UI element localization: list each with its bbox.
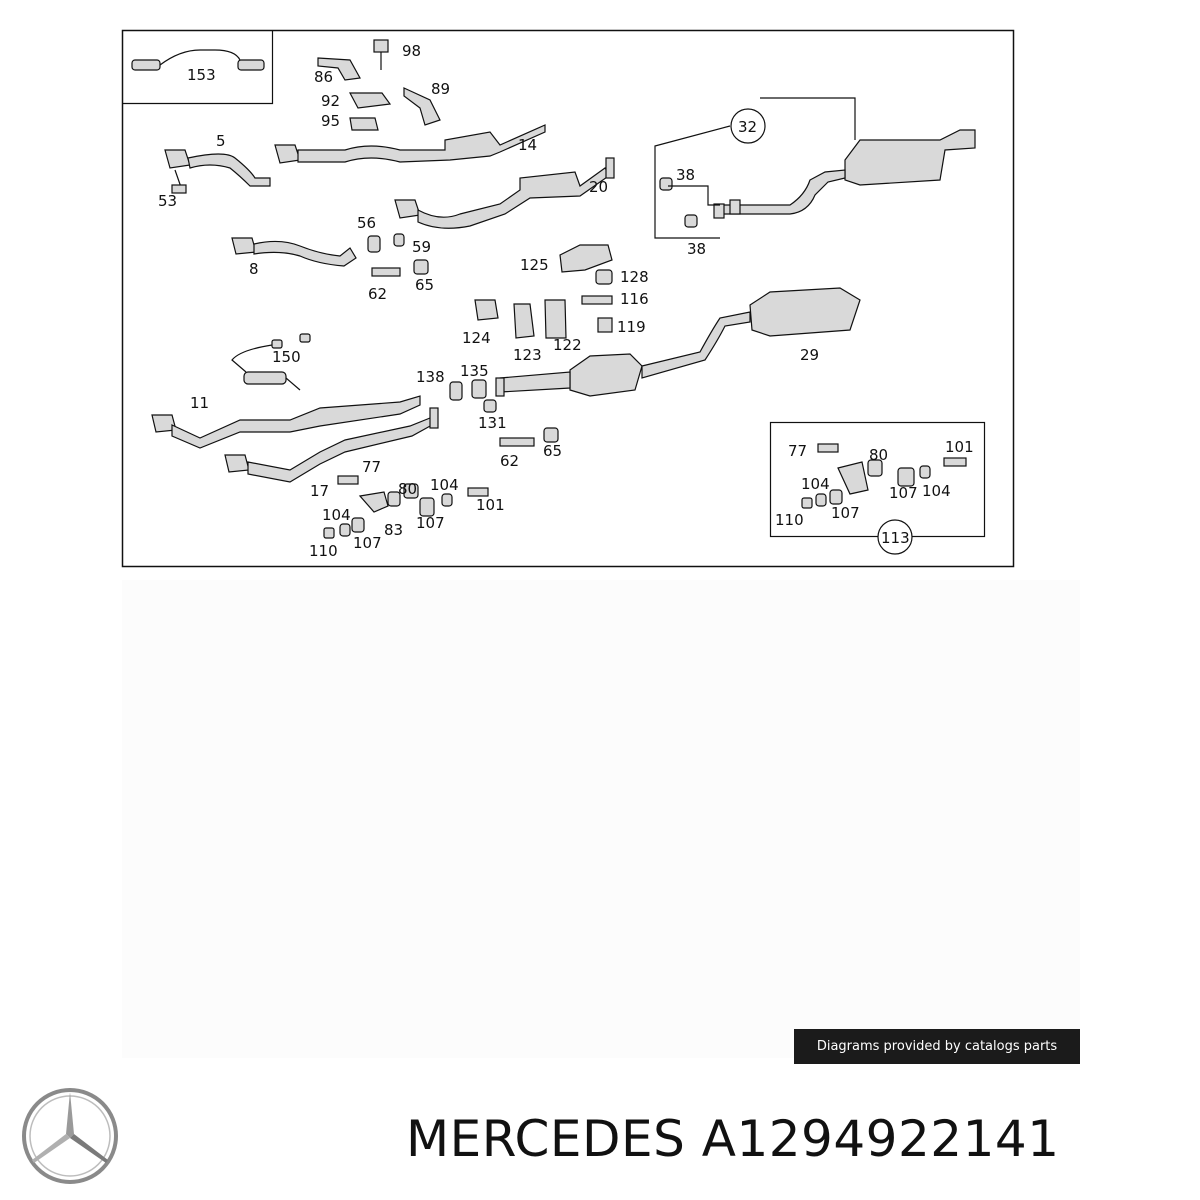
part-label: 62 [500,452,519,470]
mounts-122-128-drawing [474,244,613,339]
part-label: 110 [309,542,338,560]
part-label: 77 [362,458,381,476]
exhaust-system-diagram: 153 98 86 89 92 95 5 14 53 32 38 38 20 5… [121,29,1015,568]
hardware-inset-box [769,421,986,538]
part-label: 122 [553,336,582,354]
oxygen-sensor-150-drawing [231,333,311,391]
part-label: 11 [190,394,209,412]
part-label: 95 [321,112,340,130]
front-pipe-5-14-drawing [164,124,546,187]
center-muffler-29-drawing [495,287,861,397]
part-label: 56 [357,214,376,232]
part-label: 32 [738,118,757,136]
part-label: 65 [415,276,434,294]
part-label: 83 [384,521,403,539]
part-label: 104 [322,506,351,524]
part-label: 150 [272,348,301,366]
part-label: 104 [430,476,459,494]
part-label: 77 [788,442,807,460]
part-label: 89 [431,80,450,98]
part-label: 101 [945,438,974,456]
diagram-credit-banner: Diagrams provided by catalogs parts [794,1029,1080,1064]
rear-muffler-32-drawing [659,129,976,228]
part-label: 38 [687,240,706,258]
part-label: 20 [589,178,608,196]
callout-circle-113 [877,519,913,555]
part-number: A1294922141 [701,1110,1060,1168]
part-label: 62 [368,285,387,303]
pipe-20-drawing [394,157,615,229]
hardware-77-110-drawing [323,475,489,539]
part-label: 29 [800,346,819,364]
part-label: 8 [249,260,259,278]
part-label: 124 [462,329,491,347]
part-label: 107 [353,534,382,552]
part-label: 153 [187,66,216,84]
sensor-inset-box [122,30,274,105]
part-label: 92 [321,92,340,110]
part-label: 116 [620,290,649,308]
part-label: 113 [881,529,910,547]
part-label: 135 [460,362,489,380]
part-label: 14 [518,136,537,154]
hardware-131-138-drawing [449,379,559,447]
part-label: 53 [158,192,177,210]
part-label: 131 [478,414,507,432]
part-label: 59 [412,238,431,256]
part-label: 123 [513,346,542,364]
part-label: 104 [922,482,951,500]
pipe-8-drawing [231,237,357,267]
mercedes-star-logo-icon [22,1088,118,1184]
diagram-background-panel [122,580,1080,1058]
oxygen-sensor-153-drawing [131,49,265,71]
part-label: 138 [416,368,445,386]
brackets-86-98-drawing [317,39,441,131]
part-label: 5 [216,132,226,150]
part-label: 107 [831,504,860,522]
part-label: 119 [617,318,646,336]
callout-circle-32 [730,108,766,144]
part-label: 17 [310,482,329,500]
part-label: 104 [801,475,830,493]
part-label: 128 [620,268,649,286]
part-label: 65 [543,442,562,460]
brand-name: MERCEDES [406,1110,686,1168]
part-label: 86 [314,68,333,86]
part-label: 98 [402,42,421,60]
part-label: 80 [869,446,888,464]
part-label: 107 [416,514,445,532]
part-label: 125 [520,256,549,274]
part-label: 110 [775,511,804,529]
hardware-56-65-drawing [367,233,429,277]
inset-hardware-drawing [801,443,967,509]
front-pipes-11-17-drawing [151,395,439,483]
part-title: MERCEDES A1294922141 [406,1110,1060,1168]
part-label: 101 [476,496,505,514]
part-label: 80 [398,480,417,498]
part-label: 107 [889,484,918,502]
part-label: 38 [676,166,695,184]
